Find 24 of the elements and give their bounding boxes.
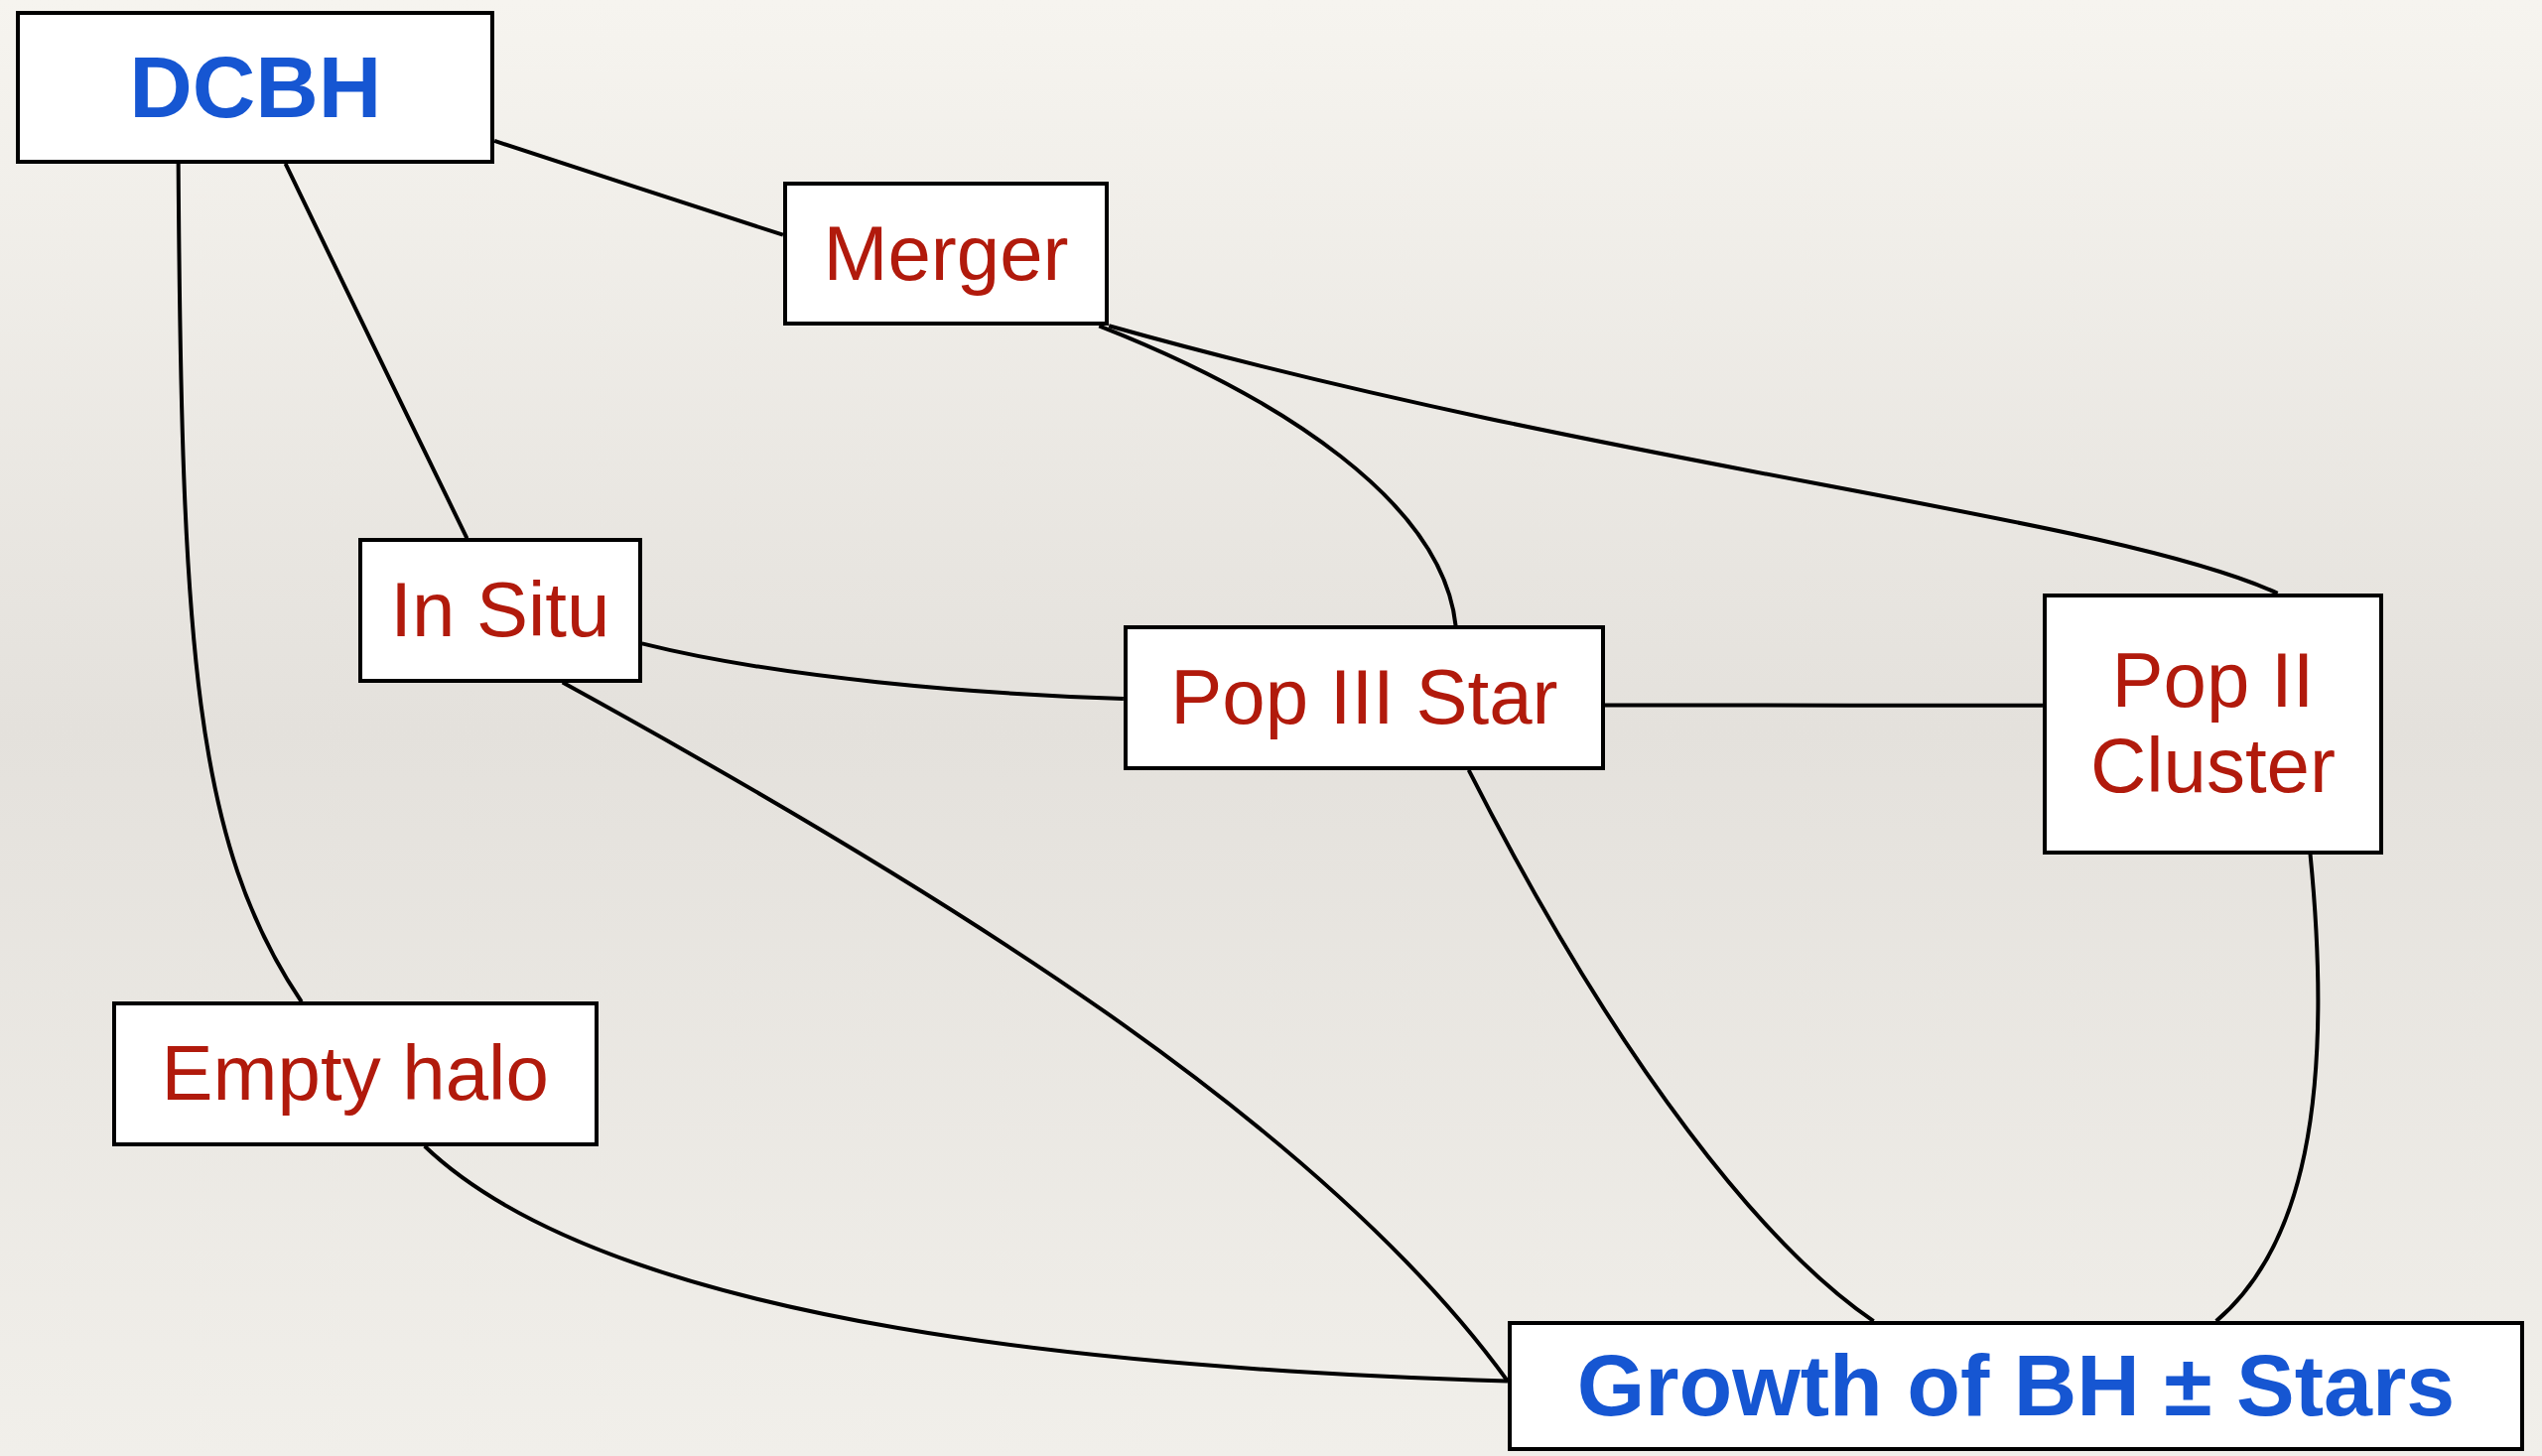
connector-line: [1098, 324, 1458, 626]
connector-line: [493, 139, 784, 237]
label-box: [357, 538, 642, 683]
node-label: In Situ: [389, 568, 611, 653]
node-label: Pop II Cluster: [2088, 638, 2337, 810]
label-box: [782, 181, 1110, 327]
connector-line: [176, 163, 304, 1003]
connector-line: [1604, 703, 2043, 708]
label-box: [16, 11, 495, 164]
label-box: [111, 1001, 599, 1146]
node-label: Merger: [822, 210, 1070, 297]
connector-line: [1466, 768, 1875, 1323]
node-label: Pop III Star: [1169, 655, 1559, 740]
connector-line: [641, 641, 1124, 701]
node-label: DCBH: [128, 39, 383, 136]
node-label: Empty halo: [160, 1031, 550, 1117]
connector-line: [423, 1144, 1509, 1384]
connector-line: [283, 163, 469, 540]
connector-line: [1108, 324, 2279, 596]
connector-line: [2214, 854, 2321, 1323]
label-box: [2042, 593, 2383, 855]
node-label: Growth of BH ± Stars: [1575, 1338, 2457, 1434]
label-box: [1123, 625, 1605, 770]
label-box: [1507, 1321, 2524, 1451]
